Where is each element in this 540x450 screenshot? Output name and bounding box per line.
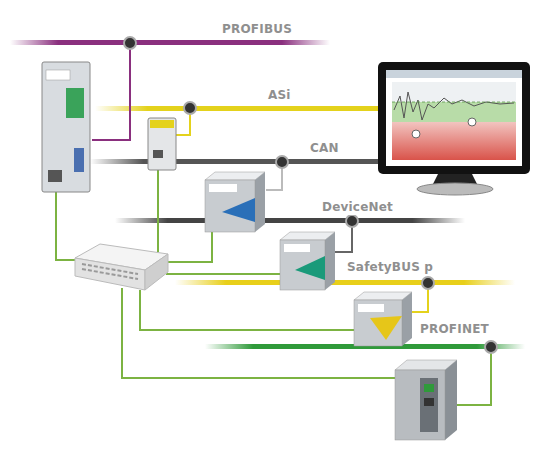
monitor-screen <box>386 70 522 166</box>
device-plate <box>284 244 310 252</box>
port <box>74 148 84 172</box>
bus-label: PROFIBUS <box>220 22 294 37</box>
drop-cable <box>92 48 130 140</box>
monitor <box>378 62 530 195</box>
screen-titlebar <box>386 70 522 78</box>
chart-marker <box>468 118 476 126</box>
device-plate <box>46 70 70 80</box>
bus-tap <box>485 341 497 353</box>
bus-label: DeviceNet <box>320 200 395 215</box>
chart-band <box>392 122 516 160</box>
device-side <box>402 292 412 346</box>
gateway-device <box>42 62 90 192</box>
chart-line <box>394 92 514 120</box>
monitor-base <box>417 183 493 195</box>
safetybus-device <box>354 292 412 346</box>
switch-front <box>75 258 145 290</box>
bus-label: SafetyBUS p <box>345 260 435 275</box>
device-front <box>280 240 325 290</box>
terminal-block <box>66 88 84 118</box>
port <box>48 170 62 182</box>
monitor-bezel <box>378 62 530 174</box>
device-accent <box>370 316 402 340</box>
bus-line <box>175 280 515 285</box>
device-panel <box>420 378 438 432</box>
ethernet-cable <box>166 232 212 262</box>
device-top <box>354 292 412 300</box>
bus-tap <box>276 156 288 168</box>
device-plate <box>209 184 237 192</box>
switch-side <box>145 254 168 290</box>
can-device <box>205 172 265 232</box>
bus-tap <box>124 37 136 49</box>
bus-label: CAN <box>308 141 341 156</box>
bus-label: ASi <box>266 88 293 103</box>
chart-band <box>392 102 516 122</box>
device-front <box>354 300 402 346</box>
drop-cable <box>176 112 190 135</box>
bus-line <box>10 40 330 45</box>
chart-area <box>392 82 516 102</box>
ethernet-cable <box>140 290 354 330</box>
device-side <box>325 232 335 290</box>
port <box>424 398 434 406</box>
device-accent <box>150 120 174 128</box>
profinet-device <box>395 360 457 440</box>
switch-ports <box>82 264 138 279</box>
bus-label: PROFINET <box>418 322 491 337</box>
ethernet-cable <box>157 170 159 252</box>
bus-tap <box>422 277 434 289</box>
chart-marker <box>412 130 420 138</box>
devicenet-device <box>280 232 335 290</box>
port <box>424 384 434 392</box>
device-housing <box>42 62 90 192</box>
device-plate <box>358 304 384 312</box>
device-front <box>205 180 255 232</box>
ethernet-cable <box>166 273 282 275</box>
device-accent <box>222 198 255 222</box>
chart-limit <box>392 102 516 103</box>
device-side <box>255 172 265 232</box>
device-front <box>395 370 445 440</box>
asi-device <box>148 118 176 170</box>
device-accent <box>295 256 325 280</box>
device-housing <box>148 118 176 170</box>
bus-tap <box>184 102 196 114</box>
ethernet-cable <box>56 190 80 260</box>
drop-cable <box>266 166 282 190</box>
bus-tap <box>346 215 358 227</box>
device-side <box>445 360 457 440</box>
port <box>153 150 163 158</box>
bus-line <box>115 218 465 223</box>
ethernet-switch <box>75 244 168 290</box>
device-top <box>205 172 265 180</box>
ethernet-cable <box>452 350 491 405</box>
